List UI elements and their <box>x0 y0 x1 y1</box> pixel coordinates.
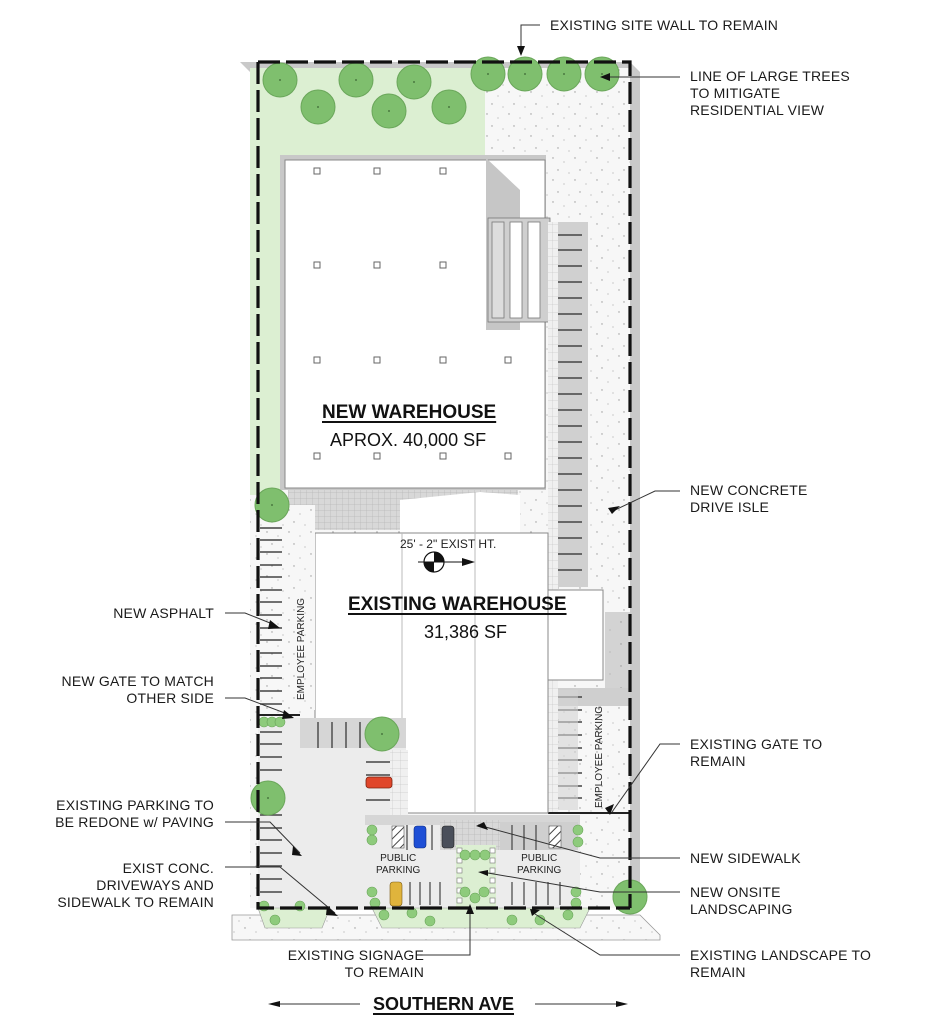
existing-warehouse-title: EXISTING WAREHOUSE <box>348 594 567 615</box>
employee-parking-west-label: EMPLOYEE PARKING <box>296 597 307 700</box>
callout-existing-landscape: EXISTING LANDSCAPE TO REMAIN <box>690 947 872 980</box>
new-warehouse-area: APROX. 40,000 SF <box>330 430 487 450</box>
callout-new-gate: NEW GATE TO MATCH OTHER SIDE <box>61 673 214 706</box>
height-marker-label: 25' - 2" EXIST HT. <box>400 537 497 551</box>
existing-warehouse-area: 31,386 SF <box>424 622 508 642</box>
public-parking-east-label: PUBLIC PARKING <box>517 853 562 876</box>
callout-drive-isle: NEW CONCRETE DRIVE ISLE <box>690 482 808 515</box>
street-name: SOUTHERN AVE <box>373 994 515 1014</box>
employee-parking-east-label: EMPLOYEE PARKING <box>594 705 605 808</box>
callout-existing-gate: EXISTING GATE TO REMAIN <box>690 736 823 769</box>
public-parking-west-label: PUBLIC PARKING <box>376 853 421 876</box>
callout-parking-redone: EXISTING PARKING TO BE REDONE w/ PAVING <box>55 797 214 830</box>
callout-driveways: EXIST CONC. DRIVEWAYS AND SIDEWALK TO RE… <box>57 860 214 910</box>
callout-site-wall: EXISTING SITE WALL TO REMAIN <box>550 17 779 33</box>
elevation-marker-icon <box>418 551 475 573</box>
callout-existing-signage: EXISTING SIGNAGE TO REMAIN <box>287 947 424 980</box>
callout-large-trees: LINE OF LARGE TREES TO MITIGATE RESIDENT… <box>690 68 850 118</box>
callout-new-sidewalk: NEW SIDEWALK <box>690 850 801 866</box>
new-warehouse-title: NEW WAREHOUSE <box>322 402 497 423</box>
callout-onsite-landscaping: NEW ONSITE LANDSCAPING <box>690 884 793 917</box>
callout-new-asphalt: NEW ASPHALT <box>113 605 214 621</box>
